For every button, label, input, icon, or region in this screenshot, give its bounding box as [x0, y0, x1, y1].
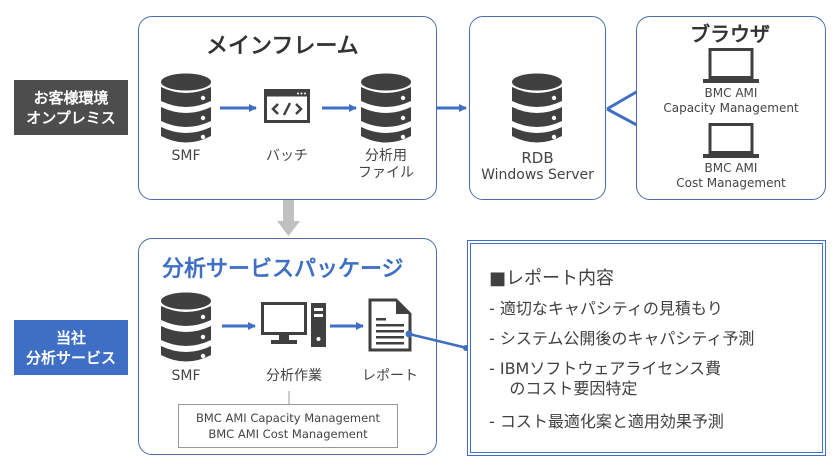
rdb-box [469, 16, 606, 200]
cost-line1: BMC AMI [704, 161, 758, 175]
batch-label: バッチ [266, 148, 308, 164]
browser-capacity-label: BMC AMI Capacity Management [636, 86, 826, 116]
desktop-computer-icon [261, 302, 326, 347]
code-window-icon [264, 89, 310, 123]
browser-box [636, 16, 826, 200]
mainframe-smf-label: SMF [171, 148, 201, 164]
report-heading: ■レポート内容 [489, 268, 615, 289]
our-service-tag: 当社 分析サービス [14, 320, 128, 375]
report-item: - システム公開後のキャパシティ予測 [489, 329, 755, 348]
mainframe-title: メインフレーム [206, 34, 359, 59]
analysis-file-label: 分析用 ファイル [350, 148, 422, 182]
report-item-continued: のコスト要因特定 [489, 379, 638, 398]
service-tag-line1: 当社 [55, 328, 86, 347]
rdb-label-line2: Windows Server [481, 167, 594, 183]
report-item: - 適切なキャパシティの見積もり [489, 299, 723, 318]
report-item: - IBMソフトウェアライセンス費 [489, 359, 722, 378]
capacity-line2: Capacity Management [663, 101, 799, 115]
browser-cost-label: BMC AMI Cost Management [636, 161, 826, 191]
service-tag-line2: 分析サービス [25, 348, 116, 367]
package-title: 分析サービスパッケージ [162, 257, 404, 282]
document-icon [368, 298, 412, 352]
report-item: - コスト最適化案と適用効果予測 [489, 412, 724, 431]
rdb-label: RDB Windows Server [469, 149, 606, 184]
customer-environment-tag: お客様環境 オンプレミス [14, 80, 128, 135]
cost-line2: Cost Management [676, 176, 786, 190]
package-smf-label: SMF [171, 368, 201, 384]
tool-capacity: BMC AMI Capacity Management [196, 411, 380, 425]
tool-cost: BMC AMI Cost Management [208, 427, 368, 441]
capacity-line1: BMC AMI [704, 86, 758, 100]
analysis-tools-box: BMC AMI Capacity Management BMC AMI Cost… [178, 404, 398, 448]
analysis-file-label-line1: 分析用 [365, 148, 407, 164]
analysis-file-label-line2: ファイル [358, 165, 414, 181]
report-label: レポート [362, 368, 418, 384]
customer-tag-line2: オンプレミス [26, 108, 116, 127]
analysis-work-label: 分析作業 [266, 368, 322, 384]
rdb-label-line1: RDB [521, 149, 554, 167]
browser-title: ブラウザ [690, 22, 770, 46]
customer-tag-line1: お客様環境 [33, 88, 109, 107]
report-contents-box: ■レポート内容 - 適切なキャパシティの見積もり - システム公開後のキャパシテ… [467, 240, 826, 456]
